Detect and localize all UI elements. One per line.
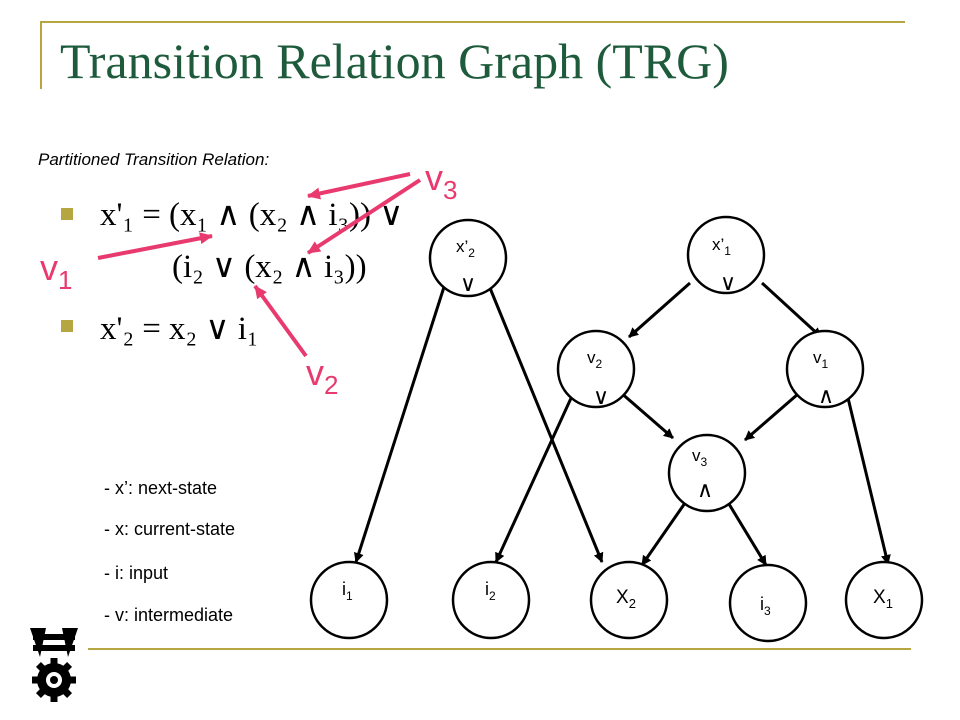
edge-x2p-to-i1 xyxy=(353,286,446,563)
subtitle: Partitioned Transition Relation: xyxy=(38,150,270,169)
node-X1-circle xyxy=(844,560,924,640)
edge-v2-to-i2 xyxy=(494,395,574,563)
node-i1-circle xyxy=(309,560,389,640)
node-x2-next-circle xyxy=(428,218,508,298)
edge-v3-to-i3 xyxy=(727,503,768,566)
node-x1-next-op: ∨ xyxy=(720,270,736,295)
node-X1-label: X1 xyxy=(873,587,893,611)
node-i3-label: i3 xyxy=(760,594,771,618)
equation-line-2: (i₂ ∨ (x₂ ∧ i₃)) xyxy=(172,249,367,285)
node-x2-next-label: x’2 xyxy=(456,237,475,260)
node-x1-next-label: x’1 xyxy=(712,235,731,258)
node-v1-label: v1 xyxy=(813,348,829,371)
slide-title: Transition Relation Graph (TRG) xyxy=(60,33,729,89)
node-X2-circle xyxy=(589,560,669,640)
node-v3-label: v3 xyxy=(692,446,708,469)
equation-line-3: x'₂ = x₂ ∨ i₁ xyxy=(100,311,259,347)
node-v2-circle xyxy=(556,329,636,409)
bottom-rule xyxy=(88,648,911,650)
legend-item-intermediate: - v: intermediate xyxy=(104,605,234,625)
legend-item-current-state: - x: current-state xyxy=(104,519,236,539)
legend-item-input: - i: input xyxy=(104,563,169,583)
node-v2-label: v2 xyxy=(587,348,603,371)
node-x1-next-circle xyxy=(686,215,766,295)
edge-x1p-to-v1 xyxy=(760,281,823,339)
node-i2-circle xyxy=(451,560,531,640)
v3-pointer-arrow-a xyxy=(307,172,411,200)
node-v3-circle xyxy=(667,433,747,513)
left-rule xyxy=(40,21,42,89)
edge-x2p-to-X2 xyxy=(488,287,604,563)
annotation-v3: v3 xyxy=(425,157,457,205)
v3-pointer-arrow-b xyxy=(306,178,422,255)
node-v1-circle xyxy=(785,329,865,409)
edge-v1-to-X1 xyxy=(846,397,891,565)
bullet-2 xyxy=(61,320,73,332)
legend-item-next-state: - x’: next-state xyxy=(104,478,218,498)
edge-v1-to-v3 xyxy=(744,392,799,442)
node-i1-label: i1 xyxy=(342,579,353,603)
equation-line-1: x'₁ = (x₁ ∧ (x₂ ∧ i₃)) ∨ xyxy=(100,197,404,233)
node-i3-circle xyxy=(728,563,808,643)
v2-pointer-arrow xyxy=(253,284,308,358)
node-i2-label: i2 xyxy=(485,579,496,603)
node-v2-op: ∨ xyxy=(593,384,609,409)
node-v3-op: ∧ xyxy=(697,477,713,502)
node-x2-next-op: ∨ xyxy=(460,271,476,296)
edge-v3-to-X2 xyxy=(640,502,687,566)
node-X2-label: X2 xyxy=(616,587,636,611)
top-rule xyxy=(40,21,905,23)
bullet-1 xyxy=(61,208,73,220)
v1-pointer-arrow xyxy=(97,232,213,260)
edge-v2-to-v3 xyxy=(619,390,674,440)
node-v1-op: ∧ xyxy=(818,383,834,408)
technion-logo xyxy=(30,628,78,702)
edge-x1p-to-v2 xyxy=(628,281,691,339)
annotation-v1: v1 xyxy=(40,247,72,295)
annotation-v2: v2 xyxy=(306,352,338,400)
